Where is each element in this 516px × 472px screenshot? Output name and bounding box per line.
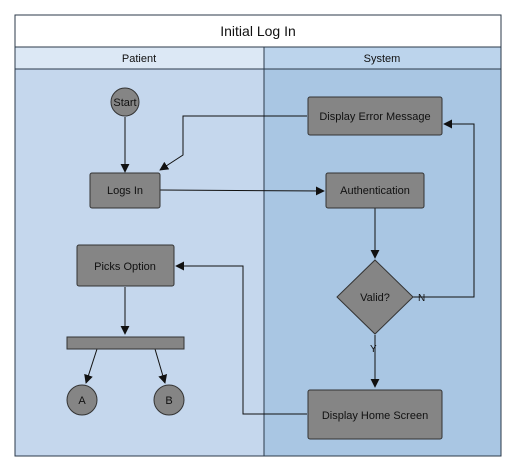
node-b: B	[153, 384, 185, 416]
node-start: Start	[110, 87, 140, 117]
lane-label-patient: Patient	[122, 53, 156, 65]
authentication-label: Authentication	[340, 185, 410, 197]
valid-decision-label: Valid?	[360, 292, 390, 304]
authentication-shape	[325, 172, 425, 209]
logs-in-shape	[89, 172, 161, 209]
connector-b-label: B	[165, 395, 172, 407]
picks-option-label: Picks Option	[94, 261, 156, 273]
picks-option-shape	[76, 244, 175, 287]
node-display-error: Display Error Message	[307, 96, 443, 136]
connector-a-shape	[66, 384, 98, 416]
node-display-home: Display Home Screen	[307, 389, 443, 440]
edge-logs-in-to-authentication	[159, 186, 325, 196]
edge-display-error-to-logs-in	[159, 115, 307, 171]
display-error-label: Display Error Message	[319, 111, 430, 123]
edge-label-y: Y	[370, 344, 377, 355]
node-picks-option: Picks Option	[76, 244, 175, 287]
fork-bar	[66, 336, 185, 350]
node-valid: Valid?	[336, 259, 414, 335]
lane-label-system: System	[364, 53, 401, 65]
edge-fork-to-b	[154, 348, 168, 384]
start-node-label: Start	[113, 97, 136, 109]
edge-label-n: N	[418, 293, 425, 304]
start-node-shape	[110, 87, 140, 117]
pool-title: Initial Log In	[220, 23, 296, 39]
display-error-shape	[307, 96, 443, 136]
valid-decision-shape	[336, 259, 414, 335]
edges	[84, 115, 475, 415]
connector-a-label: A	[78, 395, 86, 407]
edge-display-home-to-picks-option	[175, 261, 307, 415]
connector-b-shape	[153, 384, 185, 416]
display-home-shape	[307, 389, 443, 440]
node-logs-in: Logs In	[89, 172, 161, 209]
display-home-label: Display Home Screen	[322, 410, 428, 422]
logs-in-label: Logs In	[107, 185, 143, 197]
edge-fork-to-a	[84, 348, 98, 384]
pool-title-bar	[14, 14, 502, 48]
node-a: A	[66, 384, 98, 416]
node-authentication: Authentication	[325, 172, 425, 209]
edge-valid-to-display-error	[413, 119, 475, 298]
